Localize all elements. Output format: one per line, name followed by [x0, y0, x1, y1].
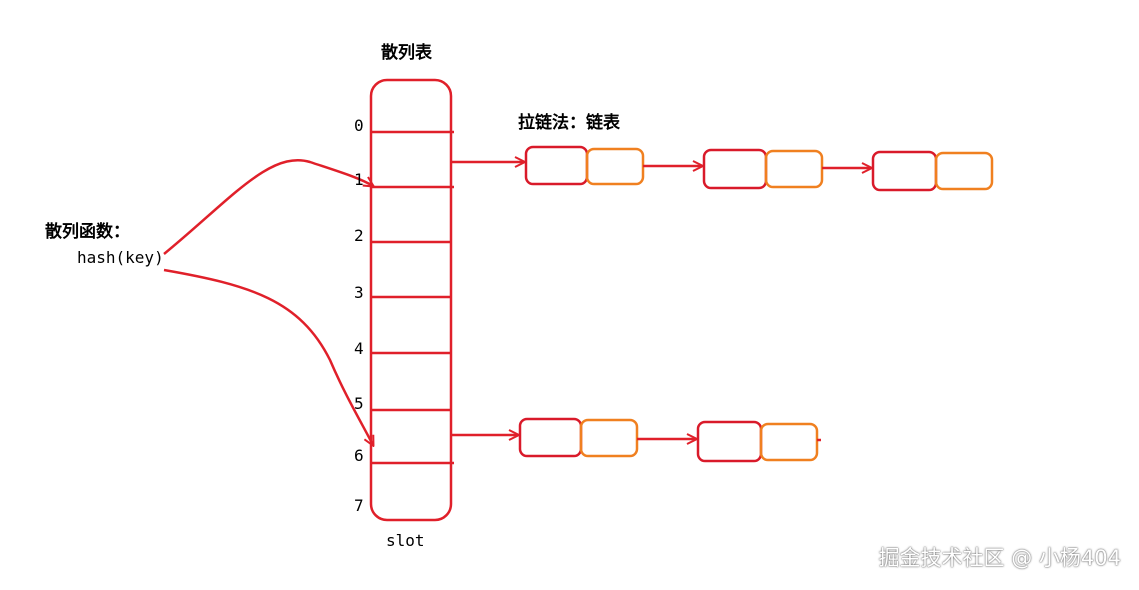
slot-index-0: 0 [354, 116, 364, 135]
node-key-box [871, 150, 938, 192]
node-key-box [518, 417, 583, 458]
hash-function-expression: hash(key) [77, 248, 164, 267]
node-key-box [524, 145, 589, 186]
node-next-box [764, 149, 824, 189]
node-next-box [585, 147, 645, 186]
table-title: 散列表 [381, 43, 432, 63]
slot-index-1: 1 [354, 170, 364, 189]
hash-function-title: 散列函数： [45, 222, 130, 242]
hash-arrow-to-slot-6 [163, 268, 373, 445]
node-next-box [934, 151, 994, 191]
slot-index-5: 5 [354, 394, 364, 413]
node-next-box [759, 422, 819, 462]
slot-dividers [371, 130, 454, 465]
node-next-box [579, 418, 639, 458]
slot-index-6: 6 [354, 446, 364, 465]
hash-arrow-to-slot-1 [163, 159, 373, 255]
chaining-label: 拉链法：链表 [518, 113, 620, 133]
node-key-box [696, 420, 763, 463]
node-key-box [702, 148, 768, 190]
slot-index-3: 3 [354, 283, 364, 302]
hash-table [369, 78, 453, 522]
watermark: 掘金技术社区 @ 小杨404 [878, 546, 1121, 570]
table-footer-slot: slot [386, 531, 425, 550]
slot-index-7: 7 [354, 496, 364, 515]
slot-index-2: 2 [354, 226, 364, 245]
slot-index-4: 4 [354, 339, 364, 358]
